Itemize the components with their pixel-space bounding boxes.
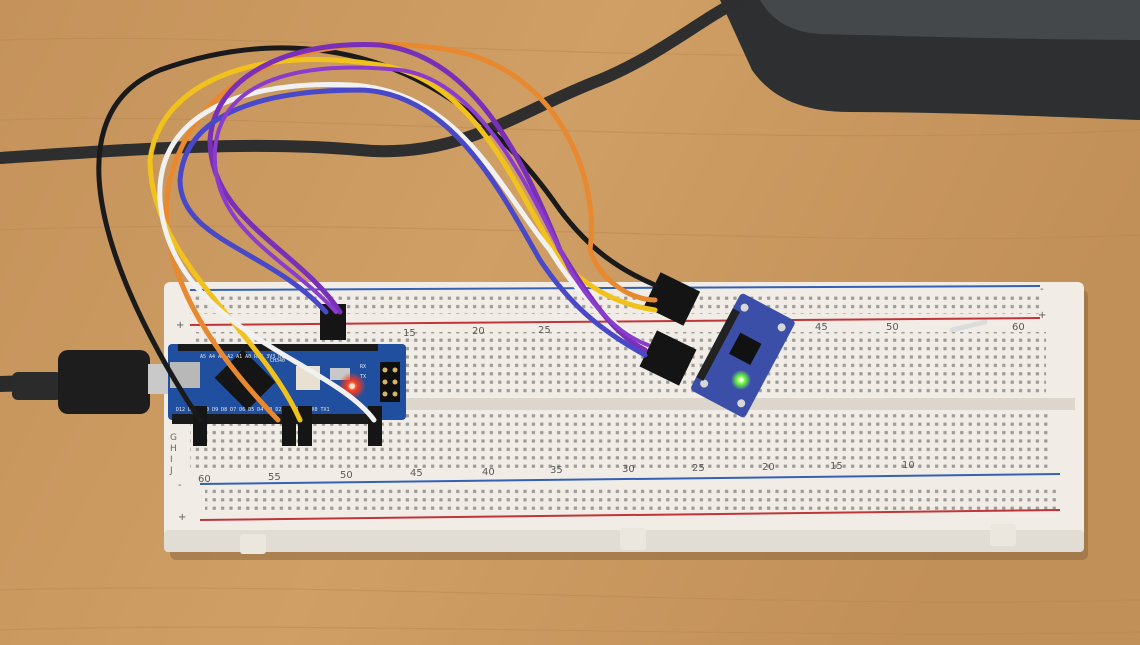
bottom-number: 30	[622, 464, 635, 475]
sensor-led	[738, 377, 744, 383]
bottom-number: 50	[340, 470, 353, 481]
bottom-number: 15	[830, 461, 843, 472]
rail-plus-marker: +	[1038, 310, 1046, 321]
wire-black	[96, 45, 658, 423]
wire-purple-front	[212, 65, 650, 347]
bottom-number: 60	[198, 474, 211, 485]
icsp-pin	[392, 379, 398, 385]
bottom-rail-red	[199, 509, 1061, 521]
stray-component	[949, 319, 988, 333]
wire-white	[157, 81, 648, 423]
bottom-number: 20	[762, 462, 775, 473]
top-number: 20	[472, 326, 485, 337]
breadboard-foot	[620, 528, 646, 550]
row-letter: J	[169, 466, 173, 476]
usb-strain-relief	[12, 372, 62, 400]
bottom-rail-holes	[205, 488, 1060, 510]
sensor-hole	[700, 379, 709, 388]
bottom-number: 10	[902, 460, 915, 471]
breadboard-foot	[990, 524, 1016, 546]
rail-minus-marker: -	[178, 480, 182, 491]
breadboard-foot	[240, 534, 266, 554]
usb-plug-body	[58, 350, 150, 414]
icsp-pin	[392, 367, 398, 373]
top-number: 15	[403, 328, 416, 339]
top-number: 50	[886, 322, 899, 333]
monitor-stand-edge	[760, 0, 1140, 40]
sensor-hole	[777, 323, 786, 332]
bottom-number: 40	[482, 467, 495, 478]
top-number: 25	[538, 325, 551, 336]
arduino-chip-label: CH340	[270, 358, 285, 364]
pin-header-plug	[298, 406, 312, 446]
usb-plug	[0, 350, 174, 414]
bottom-number: 35	[550, 465, 563, 476]
arduino-silkscreen-top: A5 A4 A3 A2 A1 A0 REF 3V3 D13	[200, 354, 287, 360]
bottom-number: 55	[268, 472, 281, 483]
icsp-pin	[382, 391, 388, 397]
icsp-pin	[382, 379, 388, 385]
bottom-number: 25	[692, 463, 705, 474]
row-letter: I	[170, 455, 173, 465]
sensor-pin-header	[696, 308, 740, 381]
arduino-rx-label: RX	[360, 364, 366, 370]
wire-blue	[177, 87, 648, 358]
row-letter: G	[170, 433, 177, 443]
rail-minus-marker: -	[1040, 284, 1044, 295]
top-rail-holes	[190, 294, 1040, 314]
top-number: 60	[1012, 322, 1025, 333]
arduino-header-top	[178, 344, 378, 351]
bottom-rail-blue	[199, 473, 1061, 485]
icsp-pin	[392, 391, 398, 397]
jumper-connector	[639, 330, 697, 386]
rail-plus-marker: +	[178, 512, 186, 523]
sensor-chip	[729, 332, 762, 366]
row-letter: H	[170, 444, 177, 454]
icsp-pin	[382, 367, 388, 373]
wire-yellow	[147, 57, 658, 423]
arduino-tx-label: TX	[360, 374, 366, 380]
sensor-module	[639, 272, 795, 418]
top-rail-blue	[189, 285, 1041, 291]
jumper-connector	[643, 272, 701, 326]
arduino-silkscreen-bottom: D12 D11 D10 D9 D8 D7 D6 D5 D4 D3 D2 GND …	[176, 407, 330, 413]
sensor-hole	[740, 303, 749, 312]
sensor-hole	[737, 399, 746, 408]
jumper-wires	[96, 41, 658, 423]
top-number: 45	[815, 322, 828, 333]
power-led	[349, 383, 355, 389]
rail-plus-marker: +	[176, 320, 184, 331]
pin-header-plug	[282, 406, 296, 446]
bottom-number: 45	[410, 468, 423, 479]
